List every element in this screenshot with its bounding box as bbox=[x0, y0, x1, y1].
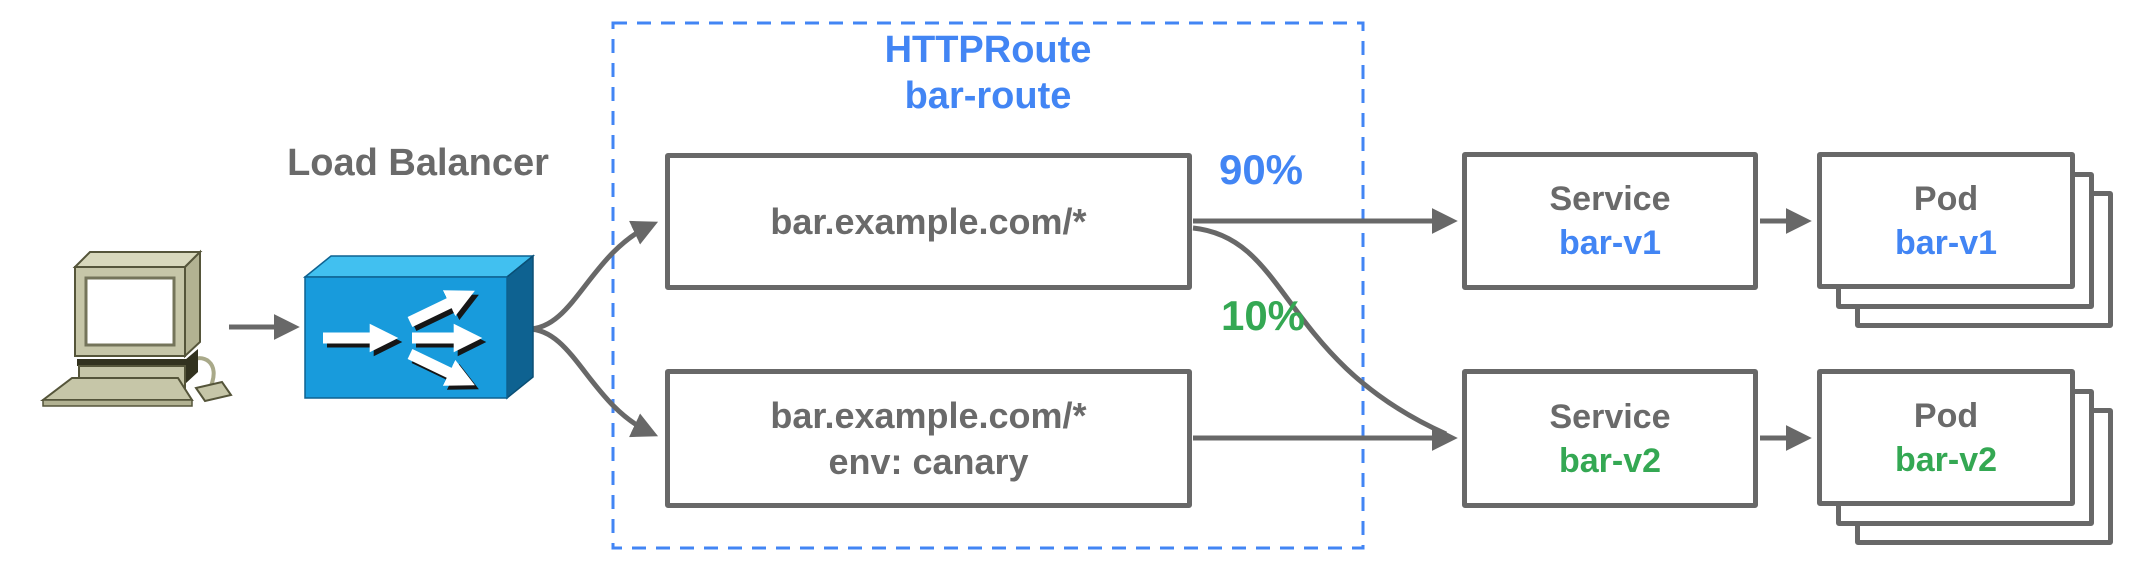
service-bar-v2-name: bar-v2 bbox=[1558, 441, 1662, 480]
load-balancer-label: Load Balancer bbox=[287, 142, 549, 184]
pod-bar-v1-stack: Pod bar-v1 bbox=[1817, 152, 2117, 332]
monitor-screen bbox=[84, 276, 176, 347]
weight-primary-label: 90% bbox=[1218, 146, 1304, 193]
pod-kind-label: Pod bbox=[1913, 396, 1979, 435]
mouse bbox=[194, 380, 233, 403]
pod-kind-label: Pod bbox=[1913, 179, 1979, 218]
route-rule-canary-header-match: env: canary bbox=[828, 440, 1029, 482]
arrow-lb-to-rule-primary bbox=[527, 220, 659, 332]
service-bar-v1-name: bar-v1 bbox=[1558, 224, 1662, 262]
route-rule-canary-match: bar.example.com/* bbox=[770, 394, 1087, 436]
httproute-boundary bbox=[611, 21, 1365, 550]
keyboard bbox=[40, 377, 194, 401]
route-rule-primary-match: bar.example.com/* bbox=[770, 200, 1087, 242]
pod-bar-v2-name: bar-v2 bbox=[1894, 440, 1998, 479]
pod-bar-v2-stack: Pod bar-v2 bbox=[1817, 369, 2117, 549]
service-kind-label: Service bbox=[1549, 397, 1671, 436]
pod-bar-v1-box: Pod bar-v1 bbox=[1817, 152, 2075, 289]
load-balancer-icon bbox=[302, 254, 536, 400]
httproute-title: HTTPRoute bar-route bbox=[613, 27, 1363, 119]
service-bar-v1-box: Service bar-v1 bbox=[1462, 152, 1758, 290]
route-rule-canary-box: bar.example.com/* env: canary bbox=[665, 369, 1192, 508]
pod-bar-v1-name: bar-v1 bbox=[1894, 223, 1998, 262]
curve-rule-primary-to-service-v2 bbox=[1192, 225, 1448, 437]
httproute-kind-label: HTTPRoute bbox=[884, 29, 1092, 71]
httproute-name-label: bar-route bbox=[904, 75, 1072, 117]
arrow-lb-to-rule-canary bbox=[527, 326, 659, 438]
weight-canary-label: 10% bbox=[1220, 292, 1306, 339]
service-kind-label: Service bbox=[1549, 180, 1671, 218]
pod-bar-v2-box: Pod bar-v2 bbox=[1817, 369, 2075, 506]
route-rule-primary-box: bar.example.com/* bbox=[665, 153, 1192, 290]
service-bar-v2-box: Service bar-v2 bbox=[1462, 369, 1758, 508]
